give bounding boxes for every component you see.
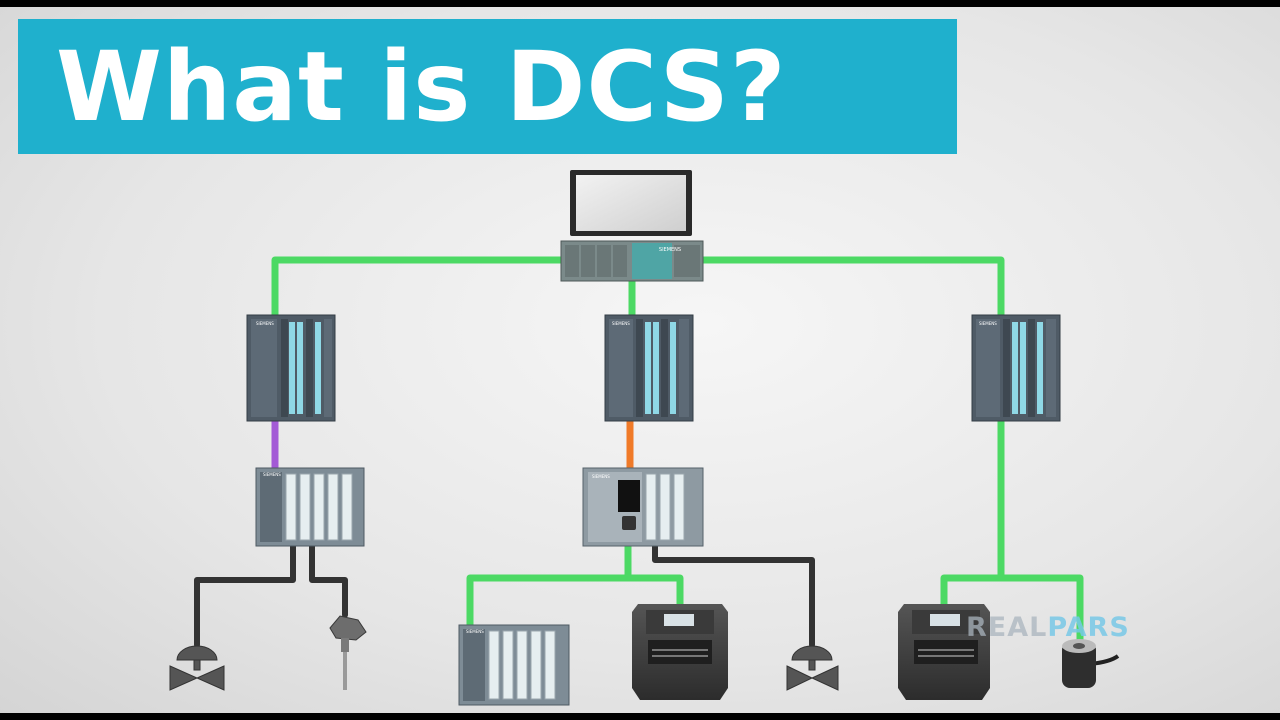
watermark-logo: REALPARS <box>966 612 1130 643</box>
controller-rack-center: SIEMENS <box>604 314 694 422</box>
valve-center-icon <box>786 645 839 691</box>
plant-bus-left <box>271 256 566 322</box>
drive-right <box>898 604 990 700</box>
network-lines <box>194 256 1084 648</box>
remote-io-bottom: SIEMENS <box>458 624 570 706</box>
center-field-bus <box>466 541 684 632</box>
controller-rack-right: SIEMENS <box>971 314 1061 422</box>
page-title: What is DCS? <box>56 31 787 143</box>
plc-center-brand: SIEMENS <box>592 474 610 479</box>
right-field-bus <box>940 416 1084 644</box>
remote-io-bottom-brand: SIEMENS <box>466 629 484 634</box>
encoder-icon <box>1062 639 1120 688</box>
frame-bottom-bar <box>0 713 1280 720</box>
controller-rack-left: SIEMENS <box>246 314 336 422</box>
rack-left-brand: SIEMENS <box>256 321 274 326</box>
central-server-rack: SIEMENS <box>560 240 704 282</box>
rack-center-brand: SIEMENS <box>612 321 630 326</box>
title-banner: What is DCS? <box>18 19 957 154</box>
frame-top-bar <box>0 0 1280 7</box>
valve-left-icon <box>169 645 225 691</box>
operator-monitor <box>570 170 692 236</box>
remote-io-left-brand: SIEMENS <box>263 472 281 477</box>
temperature-sensor-icon <box>329 615 367 690</box>
watermark-real: REAL <box>966 612 1048 643</box>
wire-left-valve <box>194 542 296 648</box>
drive-center <box>632 604 728 700</box>
wire-center-valve <box>652 542 815 648</box>
watermark-pars: PARS <box>1047 612 1130 643</box>
wire-left-sensor <box>309 542 348 618</box>
rack-right-brand: SIEMENS <box>979 321 997 326</box>
remote-io-left: SIEMENS <box>255 467 365 547</box>
server-brand-label: SIEMENS <box>659 247 681 253</box>
plant-bus-right <box>698 256 1005 322</box>
plc-center: SIEMENS <box>582 467 704 547</box>
